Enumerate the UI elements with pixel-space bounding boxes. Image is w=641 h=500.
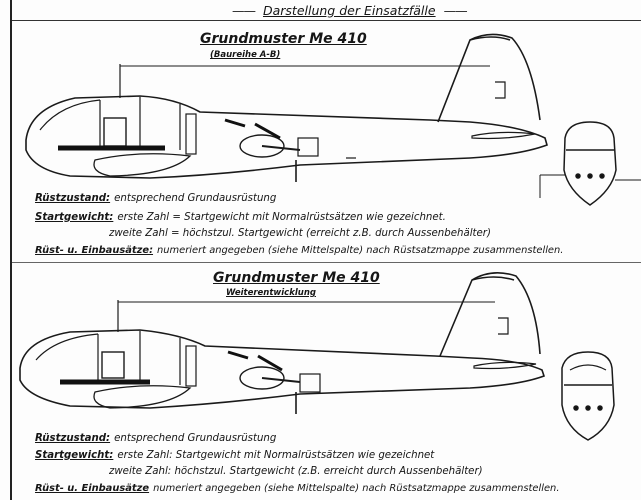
section-divider [12,262,641,263]
note-label: Startgewicht: [35,212,114,223]
note-text: numeriert angegeben (siehe Mittelspalte)… [157,245,564,256]
note-label: Rüstzustand: [35,193,111,204]
note-text: numeriert angegeben (siehe Mittelspalte)… [153,483,560,494]
section-1-note-zweite-zahl: zweite Zahl = höchstzul. Startgewicht (e… [109,228,491,239]
section-2-title: Grundmuster Me 410 [213,270,380,286]
note-label: Rüstzustand: [35,433,111,444]
header-rule [12,20,641,21]
header-dash-right: —— [443,3,468,18]
header-dash-left: —— [232,3,256,18]
section-1-subtitle: (Baureihe A-B) [210,50,281,60]
header-title: Darstellung der Einsatzfälle [262,3,436,18]
aircraft-side-view-lower [19,272,546,414]
section-1-title: Grundmuster Me 410 [200,31,367,47]
section-1-note-ruestzustand: Rüstzustand:entsprechend Grundausrüstung [35,193,276,204]
section-2-note-zweite-zahl: zweite Zahl: höchstzul. Startgewicht (z.… [109,466,483,477]
section-1-note-ruestsaetze: Rüst- u. Einbausätze:numeriert angegeben… [35,245,563,256]
note-text: entsprechend Grundausrüstung [114,193,277,204]
aircraft-side-view-upper [25,33,548,182]
aircraft-front-view-lower [561,351,615,441]
note-label: Rüst- u. Einbausätze: [35,245,154,256]
page-header: —— Darstellung der Einsatzfälle —— [232,3,468,18]
note-text: entsprechend Grundausrüstung [114,433,277,444]
note-text: zweite Zahl = höchstzul. Startgewicht (e… [109,228,491,239]
section-1-note-startgewicht: Startgewicht:erste Zahl = Startgewicht m… [35,212,446,223]
note-label: Startgewicht: [35,450,114,461]
note-text: zweite Zahl: höchstzul. Startgewicht (z.… [109,466,483,477]
left-border-line [10,0,12,500]
note-text: erste Zahl = Startgewicht mit Normalrüst… [117,212,446,223]
section-2-subtitle: Weiterentwicklung [226,288,316,298]
section-2-note-startgewicht: Startgewicht:erste Zahl: Startgewicht mi… [35,450,434,461]
note-text: erste Zahl: Startgewicht mit Normalrüsts… [117,450,435,461]
section-2-note-ruestzustand: Rüstzustand:entsprechend Grundausrüstung [35,433,276,444]
note-label: Rüst- u. Einbausätze [35,483,150,494]
aircraft-front-view-upper [539,121,641,206]
